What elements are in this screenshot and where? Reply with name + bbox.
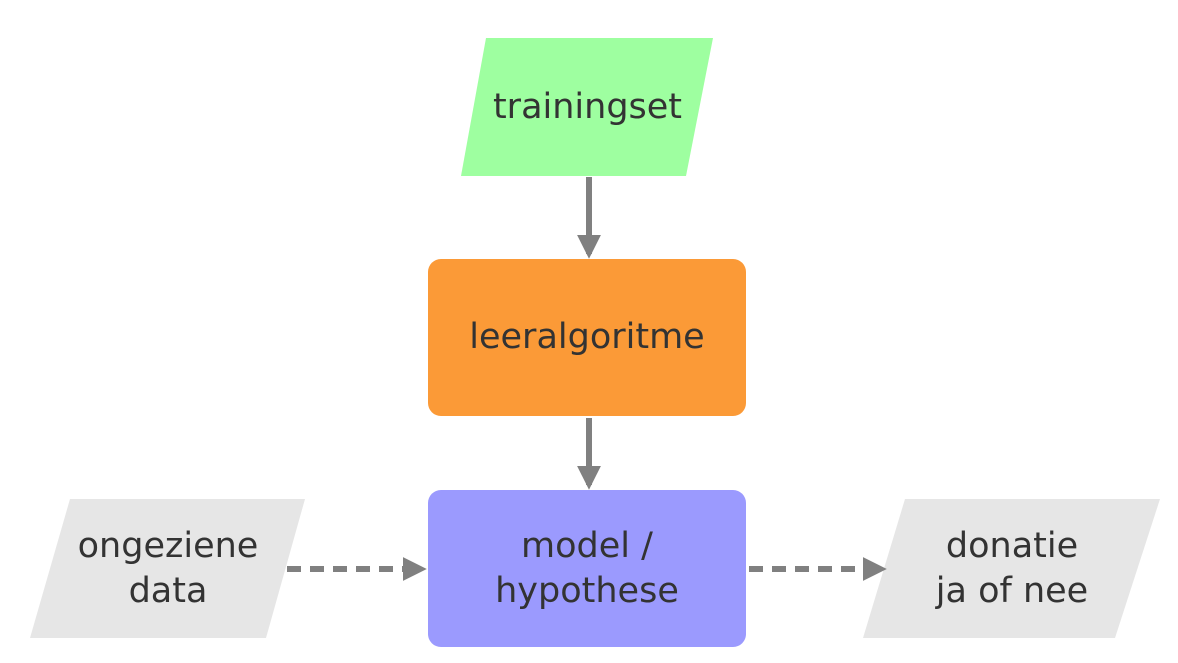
model-text-line2: hypothese	[495, 570, 679, 611]
learning-algorithm-label: leeralgoritme	[428, 259, 746, 416]
unseen-text-line1: ongeziene	[77, 525, 259, 566]
trainingset-text: trainingset	[492, 86, 683, 127]
trainingset-label: trainingset	[470, 38, 705, 176]
learning-algorithm-node	[428, 259, 746, 416]
unseen-data-label: ongeziene data	[48, 499, 288, 638]
output-donation-label: donatie ja of nee	[886, 499, 1138, 638]
output-text-line1: donatie	[945, 525, 1079, 566]
output-text-line2: ja of nee	[935, 570, 1089, 611]
model-hypothesis-label: model / hypothese	[428, 490, 746, 647]
output-donation-node	[863, 499, 1160, 638]
model-text-line1: model /	[521, 525, 653, 566]
model-hypothesis-node	[428, 490, 746, 647]
trainingset-node	[461, 38, 713, 176]
learning-algorithm-text: leeralgoritme	[469, 317, 705, 358]
unseen-text-line2: data	[128, 570, 208, 611]
unseen-data-node	[30, 499, 305, 638]
